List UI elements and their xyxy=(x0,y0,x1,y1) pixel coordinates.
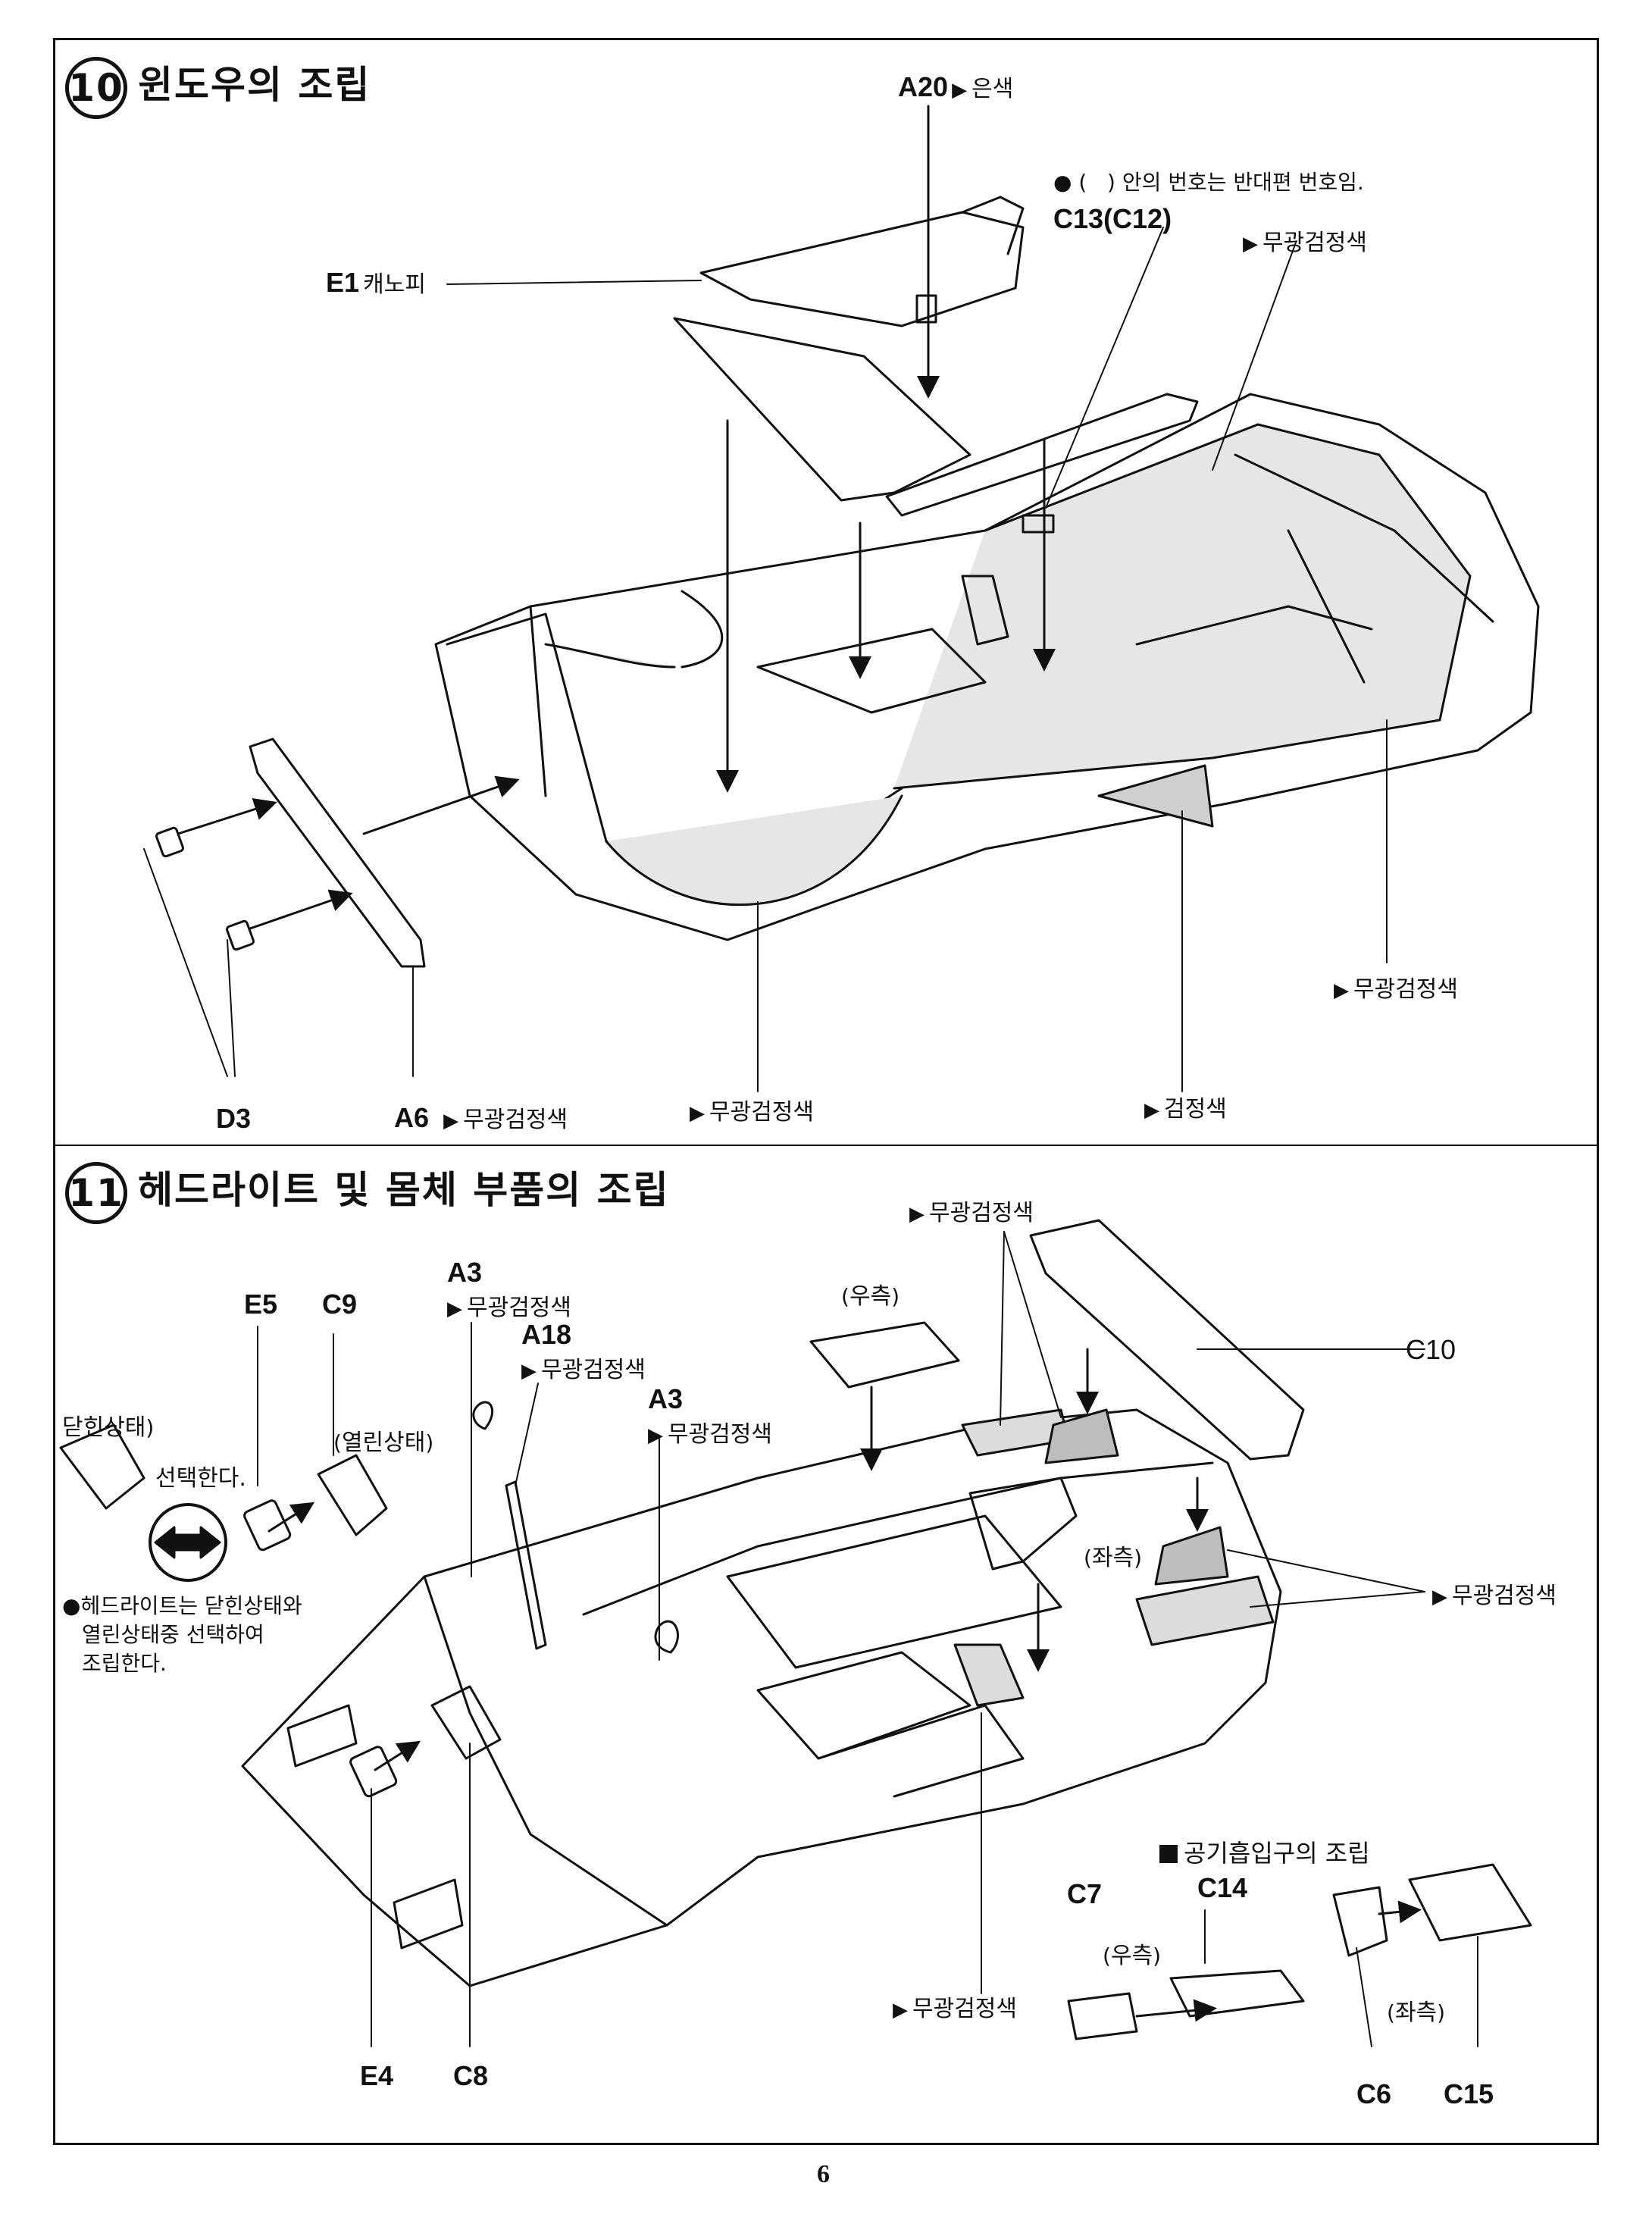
label-c15: C15 xyxy=(1444,2078,1494,2109)
label-e1: E1 캐노피 xyxy=(326,267,426,298)
page-frame xyxy=(53,38,1599,2145)
triangle-icon: ▶ xyxy=(447,1298,462,1320)
label-a6: A6 ▶무광검정색 xyxy=(394,1102,568,1133)
label-left-1: (좌측) xyxy=(1084,1545,1143,1571)
label-open-state: (열린상태) xyxy=(333,1430,434,1456)
triangle-icon: ▶ xyxy=(1432,1586,1447,1608)
label-c13-c12: C13(C12) xyxy=(1053,203,1172,234)
square-bullet-icon xyxy=(1159,1845,1178,1863)
label-closed-state: 닫힌상태) xyxy=(62,1414,155,1441)
side-scoop-part xyxy=(968,1477,1078,1571)
headlight-note: ●헤드라이트는 닫힌상태와 열린상태중 선택하여 조립한다. xyxy=(62,1593,302,1676)
label-e4: E4 xyxy=(360,2060,394,2091)
triangle-icon: ▶ xyxy=(1144,1099,1159,1122)
label-matte-black-3: ▶무광검정색 xyxy=(690,1099,814,1126)
section-11-title: 헤드라이트 및 몸체 부품의 조립 xyxy=(138,1168,670,1212)
label-left-2: (좌측) xyxy=(1387,2000,1446,2026)
step-number-10: 10 xyxy=(65,56,127,119)
label-c8: C8 xyxy=(453,2060,489,2091)
triangle-icon: ▶ xyxy=(443,1110,459,1132)
roof-strip-part xyxy=(885,393,1199,517)
label-matte-black-2: ▶무광검정색 xyxy=(1334,976,1458,1003)
label-a18: A18 ▶무광검정색 xyxy=(521,1319,646,1383)
label-c6: C6 xyxy=(1356,2078,1392,2109)
bumper-part-a6 xyxy=(249,738,426,968)
triangle-icon: ▶ xyxy=(1334,979,1349,1002)
car-body-tub xyxy=(434,393,1540,941)
triangle-icon: ▶ xyxy=(690,1102,705,1125)
triangle-icon: ▶ xyxy=(952,79,968,102)
section-divider xyxy=(53,1145,1599,1146)
label-c10: C10 xyxy=(1406,1334,1456,1365)
windshield-part xyxy=(673,317,971,502)
spoiler-part-c10 xyxy=(1029,1219,1305,1461)
mirror-part-a3-right xyxy=(654,1620,679,1654)
label-right-1: (우측) xyxy=(841,1283,900,1310)
label-a3-left: A3 ▶무광검정색 xyxy=(447,1257,571,1321)
bullet-icon: ● xyxy=(1053,170,1072,195)
section-10-title: 윈도우의 조립 xyxy=(138,63,371,107)
label-d3: D3 xyxy=(216,1103,252,1134)
page-number: 6 xyxy=(817,2160,830,2188)
label-c7: C7 xyxy=(1067,1878,1103,1909)
label-c9: C9 xyxy=(322,1289,358,1320)
label-matte-top: ▶무광검정색 xyxy=(909,1200,1034,1226)
triangle-icon: ▶ xyxy=(1243,233,1258,255)
label-matte-right: ▶무광검정색 xyxy=(1432,1583,1557,1609)
step-number-11: 11 xyxy=(65,1161,127,1224)
canopy-part xyxy=(699,211,1025,327)
label-matte-bottom: ▶무광검정색 xyxy=(893,1996,1017,2022)
triangle-icon: ▶ xyxy=(893,1999,908,2021)
note-parenthesis: ● ( ) 안의 번호는 반대편 번호임. xyxy=(1053,170,1364,195)
bullet-icon: ● xyxy=(62,1593,81,1618)
label-c14: C14 xyxy=(1197,1872,1248,1903)
wiper-part-a18 xyxy=(505,1480,547,1650)
triangle-icon: ▶ xyxy=(521,1360,537,1383)
triangle-icon: ▶ xyxy=(909,1203,925,1226)
car-body-shell xyxy=(241,1408,1282,1987)
label-matte-black-1: ▶무광검정색 xyxy=(1243,230,1367,256)
label-select: 선택한다. xyxy=(155,1465,246,1492)
label-e5: E5 xyxy=(244,1289,278,1320)
label-a20: A20 ▶은색 xyxy=(898,71,1014,102)
label-right-2: (우측) xyxy=(1103,1943,1162,1969)
roof-scoop-part xyxy=(809,1321,960,1389)
mirror-part-a3-left xyxy=(472,1401,494,1430)
intake-assembly-heading: 공기흡입구의 조립 xyxy=(1159,1834,1370,1869)
label-a3-right: A3 ▶무광검정색 xyxy=(648,1383,772,1448)
label-black: ▶검정색 xyxy=(1144,1096,1227,1123)
triangle-icon: ▶ xyxy=(648,1424,663,1447)
